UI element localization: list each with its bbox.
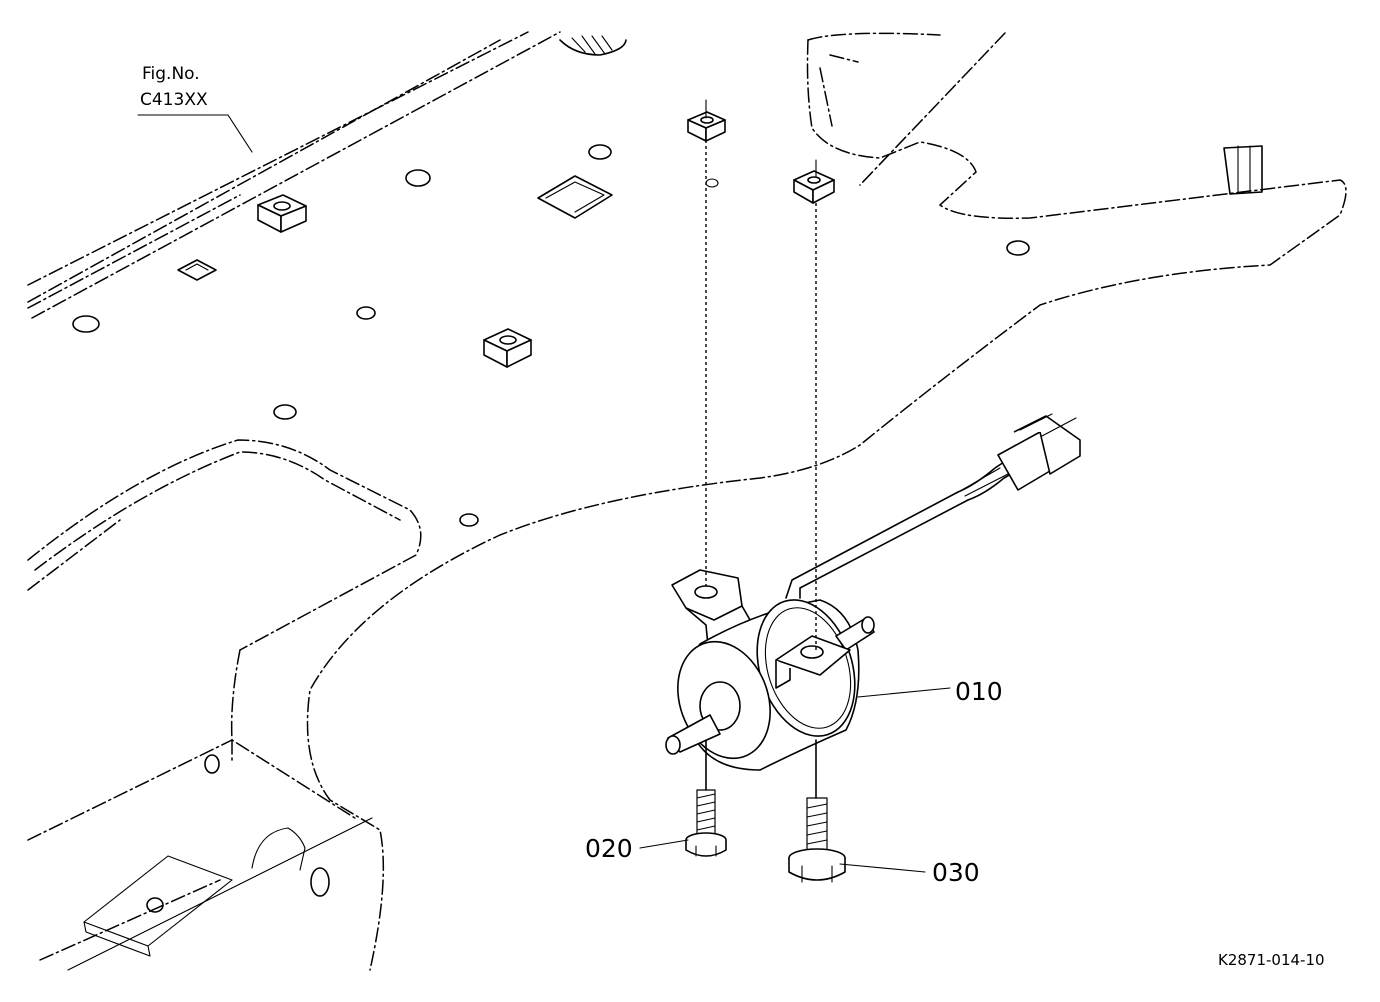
frame-holes <box>72 35 1263 913</box>
fuel-pump <box>665 413 1081 771</box>
callout-030: 030 <box>932 858 980 887</box>
bolt-030 <box>788 797 846 883</box>
drawing-code: K2871-014-10 <box>1218 951 1325 969</box>
figure-reference-line2: C413XX <box>140 90 208 110</box>
callout-010: 010 <box>955 677 1003 706</box>
square-nut-2 <box>483 328 532 368</box>
chassis-frame <box>27 31 1347 971</box>
square-nut-4 <box>793 159 835 204</box>
alignment-lines <box>705 140 817 799</box>
square-nut-1 <box>257 194 307 233</box>
square-nut-3 <box>687 99 726 142</box>
callout-020: 020 <box>585 834 633 863</box>
figure-reference-line1: Fig.No. <box>142 64 200 84</box>
square-nuts <box>257 99 835 368</box>
leader-lines <box>137 114 951 873</box>
bolt-020 <box>685 789 727 857</box>
